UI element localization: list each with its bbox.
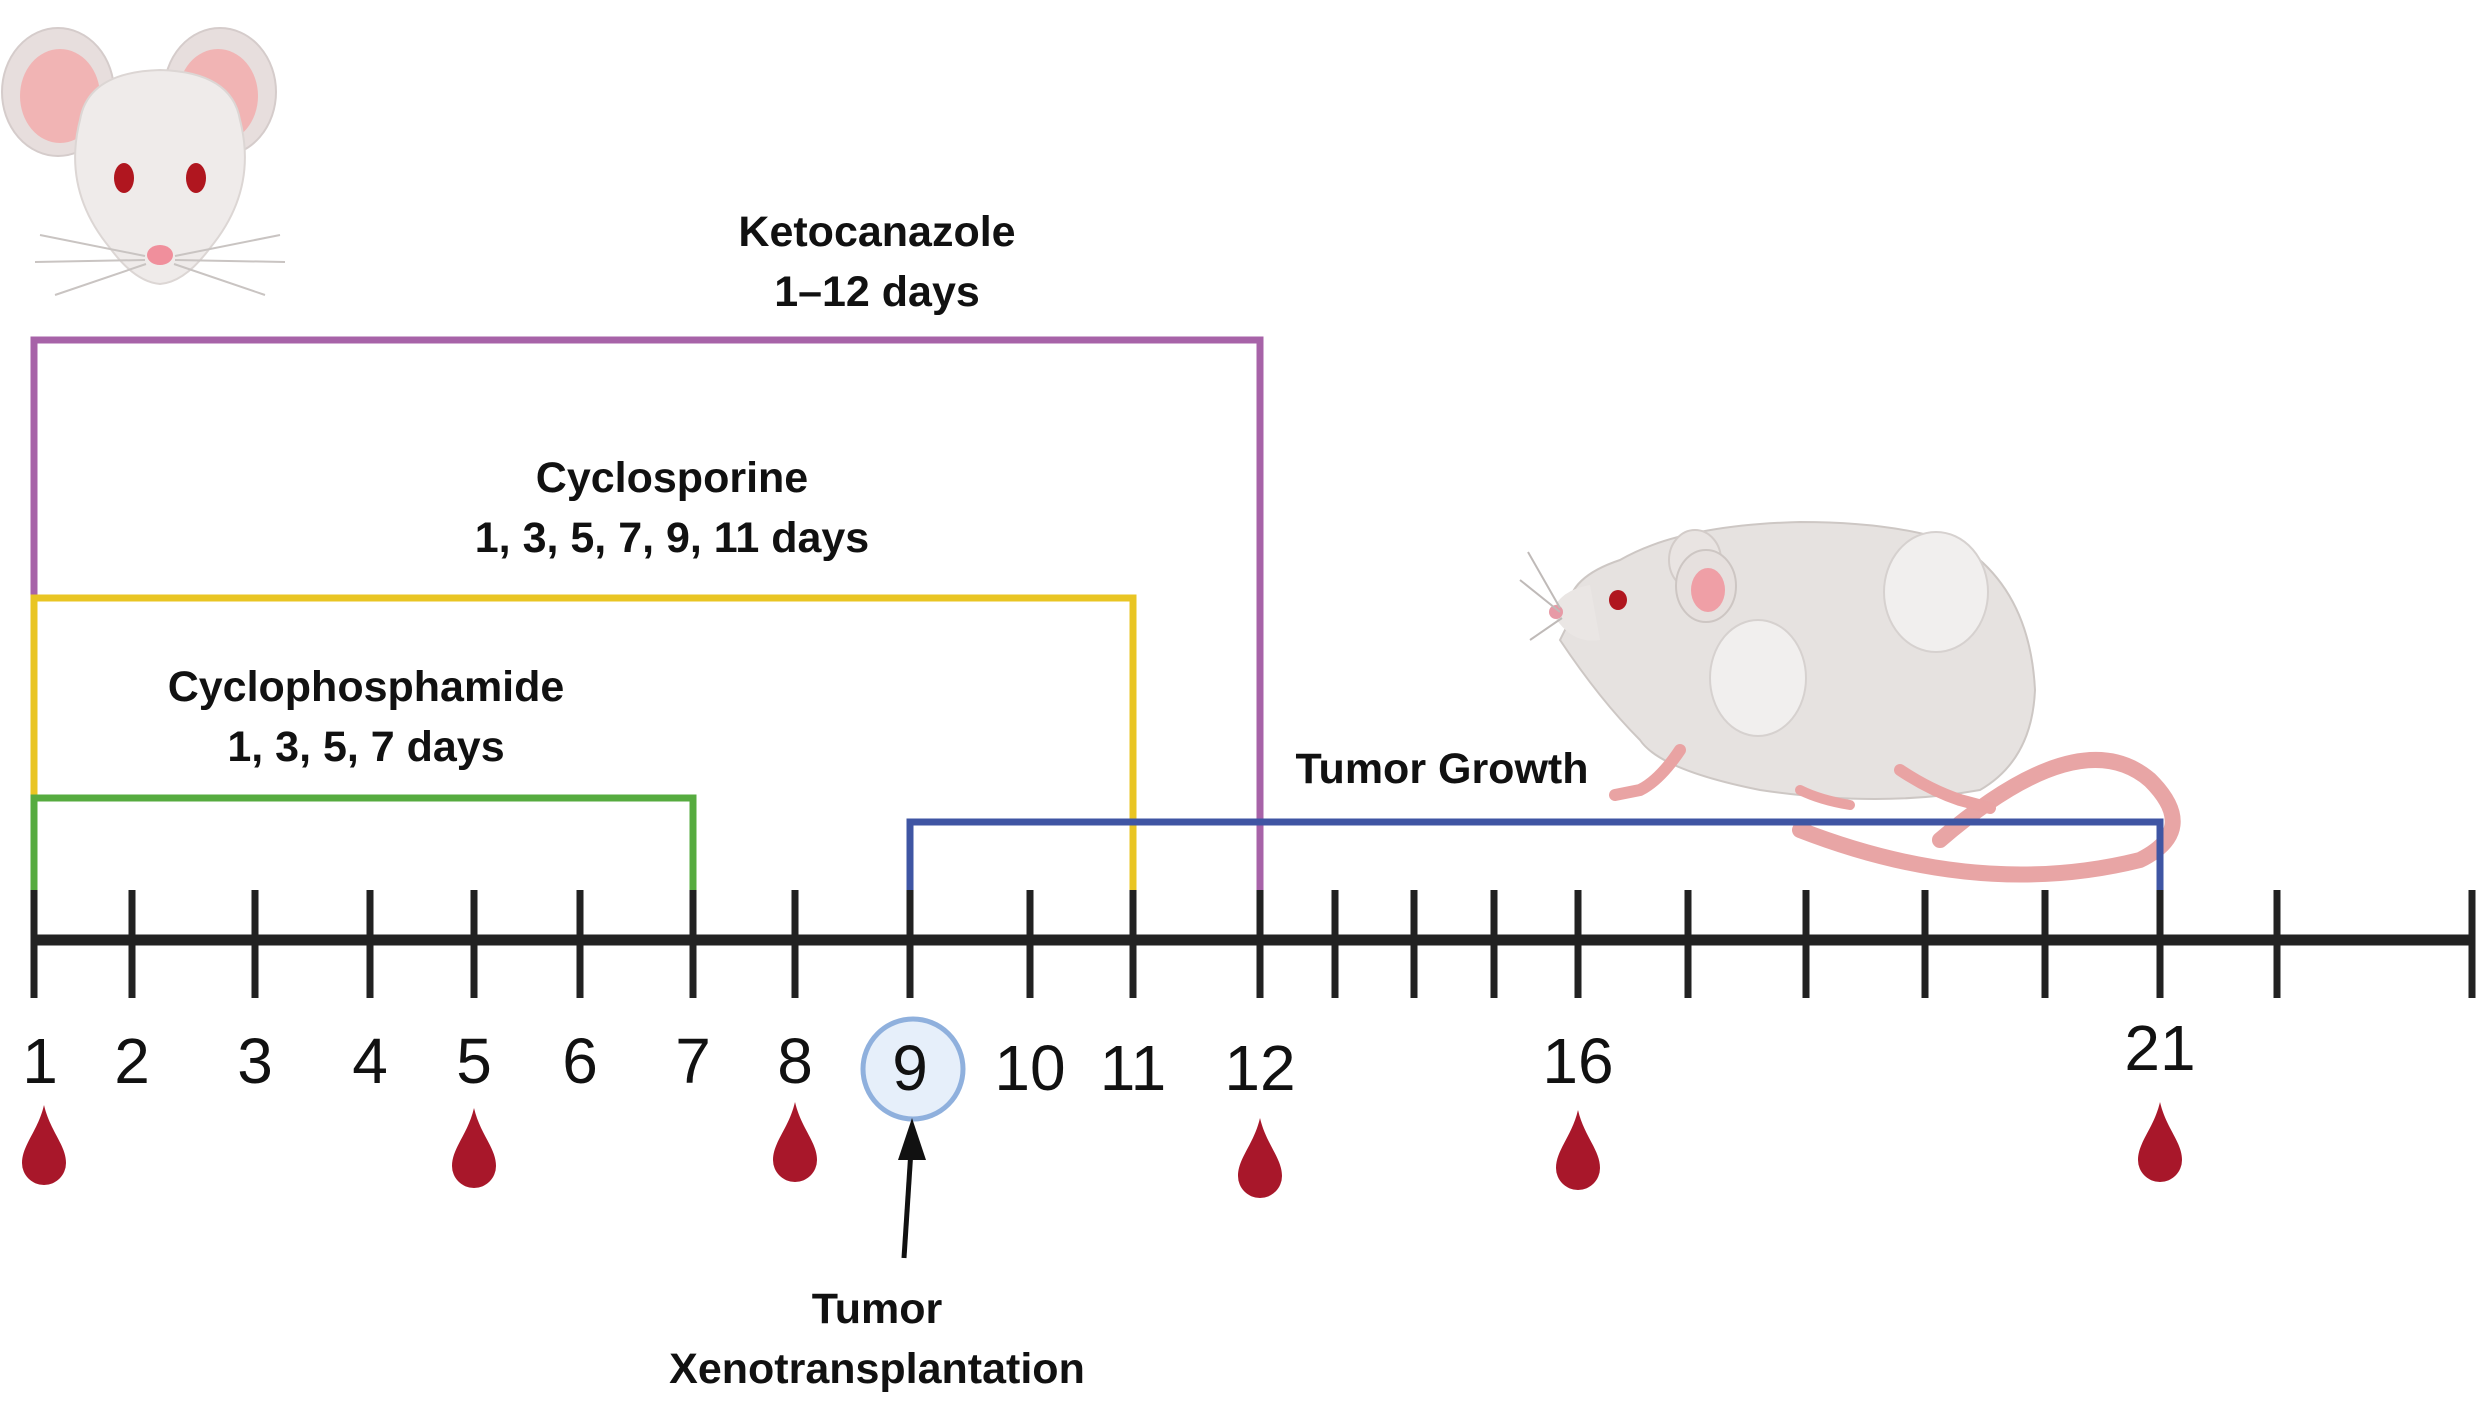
cyclosporine-bracket bbox=[30, 594, 1137, 910]
timeline-ticks bbox=[30, 890, 2476, 998]
day-label-1: 1 bbox=[22, 1025, 58, 1097]
day-label-6: 6 bbox=[562, 1025, 598, 1097]
blood-drop-icon bbox=[1556, 1110, 1600, 1190]
day-label-4: 4 bbox=[352, 1025, 388, 1097]
day-label-9: 9 bbox=[892, 1032, 928, 1104]
blood-drop-icon bbox=[22, 1105, 66, 1185]
blood-drop-icon bbox=[1238, 1118, 1282, 1198]
day-label-21: 21 bbox=[2124, 1012, 2195, 1084]
mouse-face-icon bbox=[1, 27, 286, 296]
tumor-growth-label: Tumor Growth bbox=[1295, 745, 1588, 793]
cyclosporine-schedule: 1, 3, 5, 7, 9, 11 days bbox=[475, 514, 869, 562]
cyclophosphamide-label: Cyclophosphamide bbox=[168, 663, 565, 711]
blood-sample-markers bbox=[22, 1102, 2182, 1198]
day-label-7: 7 bbox=[675, 1025, 711, 1097]
event-label-line2: Xenotransplantation bbox=[669, 1345, 1085, 1393]
day-9-highlight-circle bbox=[860, 1016, 966, 1122]
cyclophosphamide-bracket bbox=[30, 794, 697, 910]
cyclophosphamide-schedule: 1, 3, 5, 7 days bbox=[227, 723, 504, 771]
event-label-line1: Tumor bbox=[812, 1285, 943, 1333]
day-label-2: 2 bbox=[114, 1025, 150, 1097]
tumor-growth-bracket bbox=[906, 818, 2164, 898]
day-label-12: 12 bbox=[1224, 1032, 1295, 1104]
blood-drop-icon bbox=[773, 1102, 817, 1182]
blood-drop-icon bbox=[2138, 1102, 2182, 1182]
blood-drop-icon bbox=[452, 1108, 496, 1188]
day-label-8: 8 bbox=[777, 1025, 813, 1097]
mouse-with-tumors-icon bbox=[1519, 520, 2181, 883]
ketoconazole-schedule: 1–12 days bbox=[774, 268, 980, 316]
ketoconazole-label: Ketocanazole bbox=[738, 208, 1015, 256]
day-label-3: 3 bbox=[237, 1025, 273, 1097]
day-label-16: 16 bbox=[1542, 1025, 1613, 1097]
day-label-11: 11 bbox=[1100, 1032, 1166, 1104]
arrow-up-icon bbox=[898, 1118, 926, 1259]
cyclosporine-label: Cyclosporine bbox=[536, 454, 808, 502]
day-label-5: 5 bbox=[456, 1025, 492, 1097]
day-label-10: 10 bbox=[994, 1032, 1065, 1104]
